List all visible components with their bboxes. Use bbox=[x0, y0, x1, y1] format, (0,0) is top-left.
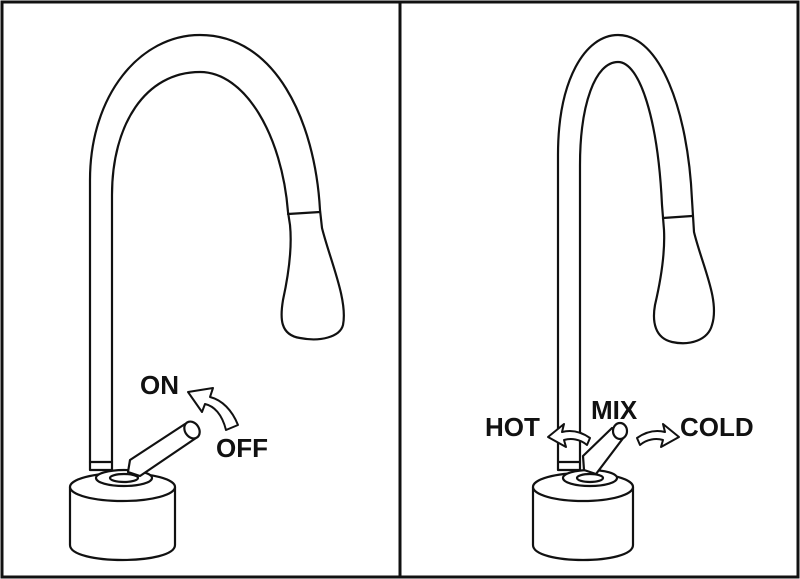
label-hot: HOT bbox=[485, 412, 540, 442]
label-cold: COLD bbox=[680, 412, 754, 442]
panel-temperature bbox=[531, 33, 716, 562]
lever-tip-right bbox=[611, 421, 629, 441]
label-on: ON bbox=[140, 370, 179, 400]
label-off: OFF bbox=[216, 433, 268, 463]
handle-socket-inner bbox=[108, 472, 140, 484]
lever-tip bbox=[183, 420, 201, 440]
faucet-spout bbox=[88, 33, 345, 464]
hot-arrow bbox=[547, 423, 591, 448]
faucet-base bbox=[68, 485, 177, 562]
faucet-base-right bbox=[531, 485, 635, 562]
spout-collar bbox=[88, 460, 114, 472]
spout-collar-right bbox=[556, 460, 582, 472]
label-mix: MIX bbox=[591, 395, 638, 425]
on-off-arrow bbox=[187, 387, 239, 431]
faucet-spout-right bbox=[556, 33, 716, 464]
handle-socket-inner-right bbox=[575, 472, 605, 484]
cold-arrow bbox=[636, 423, 680, 448]
spout-seam bbox=[286, 210, 322, 216]
panel-on-off bbox=[68, 33, 345, 562]
spout-seam-right bbox=[661, 214, 694, 220]
